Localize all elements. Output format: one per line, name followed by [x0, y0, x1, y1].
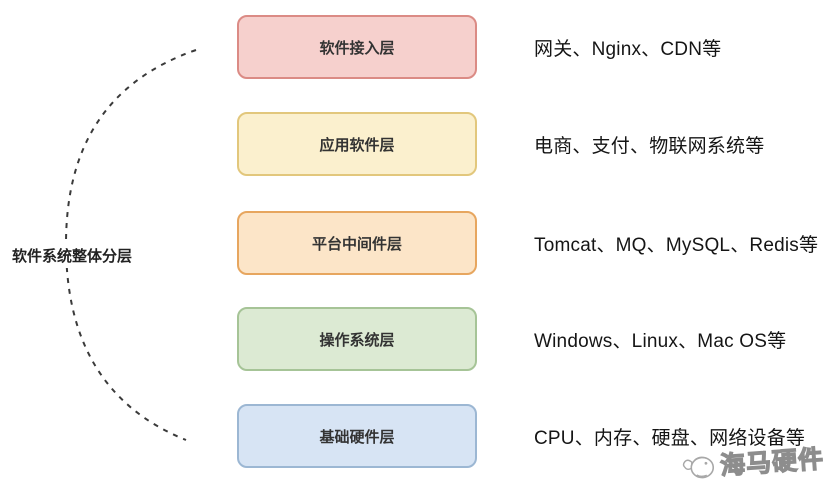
layer-examples-text: Tomcat、MQ、MySQL、Redis等 — [534, 234, 819, 256]
layer-row: 平台中间件层 Tomcat、MQ、MySQL、Redis等 — [0, 211, 830, 275]
layer-box-label: 软件接入层 — [319, 39, 395, 57]
layer-row: 基础硬件层 CPU、内存、硬盘、网络设备等 — [0, 404, 830, 468]
layer-examples-text: Windows、Linux、Mac OS等 — [534, 330, 787, 352]
layer-row: 软件接入层 网关、Nginx、CDN等 — [0, 15, 830, 79]
diagram-side-label: 软件系统整体分层 — [12, 243, 132, 268]
layer-row: 应用软件层 电商、支付、物联网系统等 — [0, 112, 830, 176]
layer-box-platform-middleware: 平台中间件层 — [237, 211, 477, 275]
layer-box-operating-system: 操作系统层 — [237, 307, 477, 371]
layer-box-label: 操作系统层 — [319, 331, 395, 349]
layer-row: 操作系统层 Windows、Linux、Mac OS等 — [0, 307, 830, 371]
layer-box-basic-hardware: 基础硬件层 — [237, 404, 477, 468]
layer-box-label: 基础硬件层 — [319, 428, 395, 446]
layer-box-software-access: 软件接入层 — [237, 15, 477, 79]
layer-examples-text: CPU、内存、硬盘、网络设备等 — [534, 427, 806, 449]
layer-box-label: 应用软件层 — [319, 136, 395, 154]
layer-examples-text: 电商、支付、物联网系统等 — [534, 135, 765, 157]
layer-examples-text: 网关、Nginx、CDN等 — [534, 38, 722, 60]
layer-box-application-software: 应用软件层 — [237, 112, 477, 176]
layer-box-label: 平台中间件层 — [311, 235, 402, 253]
